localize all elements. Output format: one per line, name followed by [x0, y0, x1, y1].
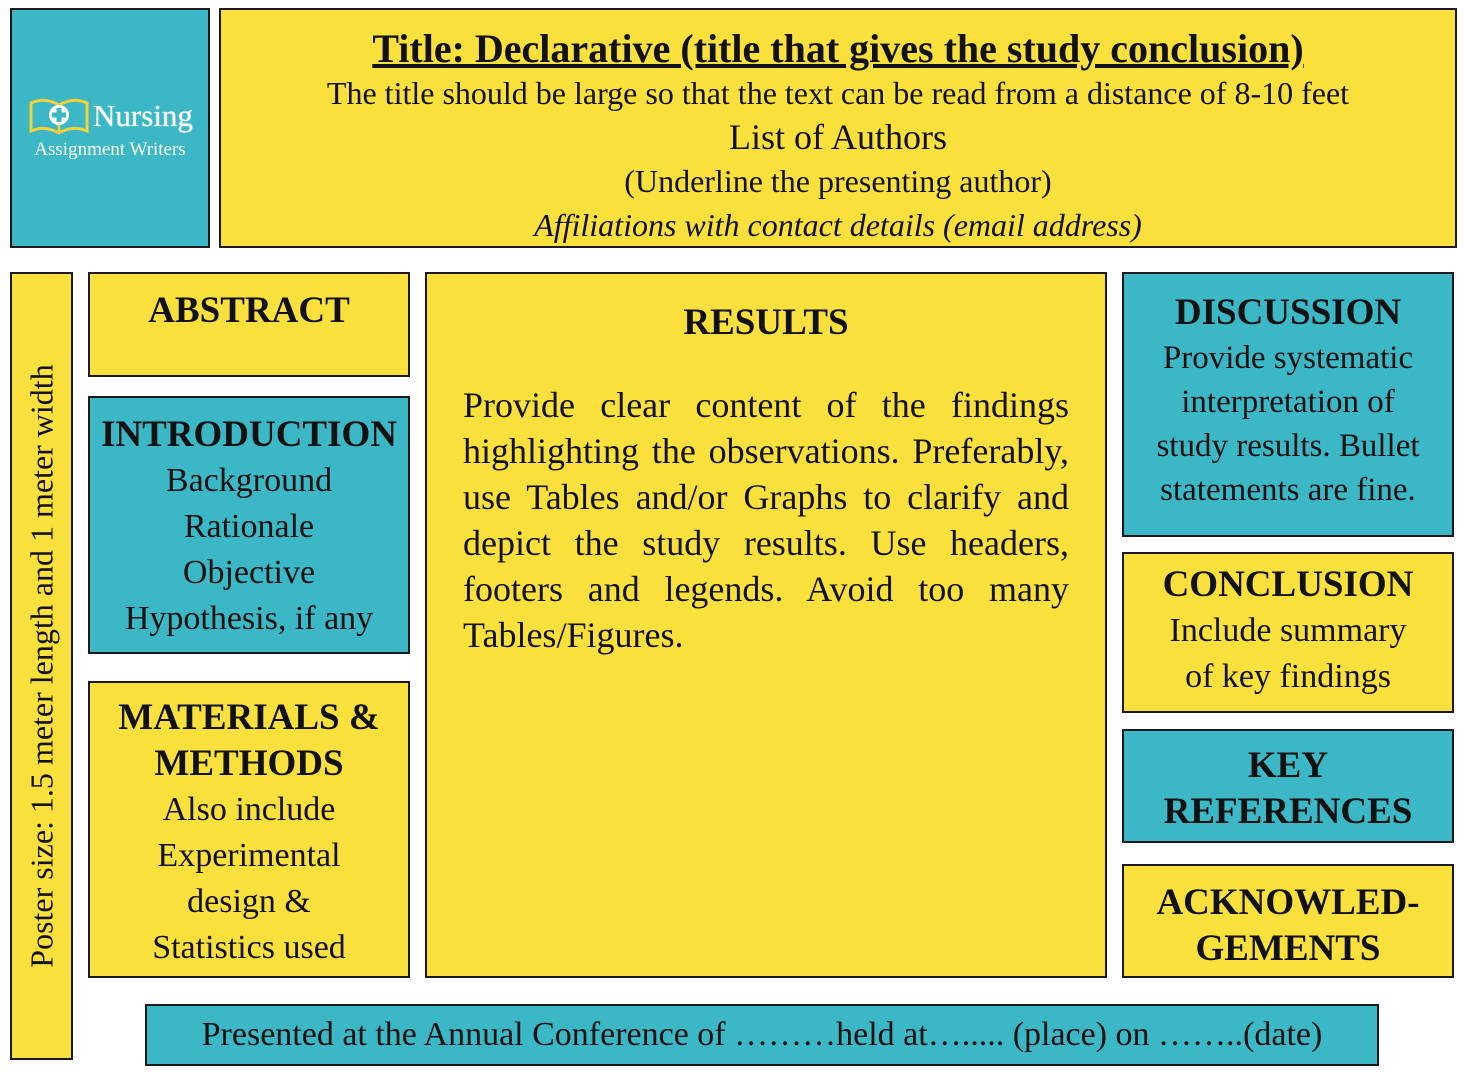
- introduction-item: Background: [165, 462, 333, 499]
- results-body: Provide clear content of the findings hi…: [463, 385, 1069, 655]
- poster-size-label: Poster size: 1.5 meter length and 1 mete…: [23, 364, 59, 968]
- conclusion-panel: CONCLUSION Include summary of key findin…: [1122, 552, 1454, 713]
- footer-panel: Presented at the Annual Conference of ………: [145, 1004, 1379, 1066]
- references-heading-line: KEY: [1247, 745, 1329, 786]
- results-heading: RESULTS: [683, 302, 849, 343]
- title-size-note: The title should be large so that the te…: [326, 75, 1350, 111]
- poster-size-panel: Poster size: 1.5 meter length and 1 mete…: [10, 272, 73, 1060]
- authors-note: (Underline the presenting author): [624, 163, 1052, 199]
- authors-line: List of Authors: [728, 117, 947, 157]
- conference-footer-text: Presented at the Annual Conference of ………: [201, 1016, 1323, 1053]
- introduction-item: Rationale: [183, 508, 315, 545]
- discussion-panel: DISCUSSION Provide systematic interpreta…: [1122, 272, 1454, 537]
- discussion-body-line: statements are fine.: [1160, 472, 1416, 508]
- discussion-body-line: interpretation of: [1181, 384, 1395, 420]
- results-panel: RESULTS Provide clear content of the fin…: [425, 272, 1107, 978]
- acknowledgements-heading-line: ACKNOWLED-: [1156, 882, 1420, 923]
- methods-body-line: Also include: [162, 791, 336, 828]
- conclusion-heading: CONCLUSION: [1162, 564, 1414, 605]
- logo-panel: Nursing Assignment Writers: [10, 8, 210, 248]
- methods-heading-line: METHODS: [154, 743, 344, 784]
- methods-body-line: Statistics used: [152, 929, 346, 966]
- abstract-heading: ABSTRACT: [148, 290, 350, 331]
- introduction-panel: INTRODUCTION Background Rationale Object…: [88, 396, 410, 654]
- affiliations-line: Affiliations with contact details (email…: [534, 207, 1142, 243]
- methods-panel: MATERIALS & METHODS Also include Experim…: [88, 681, 410, 978]
- abstract-panel: ABSTRACT: [88, 272, 410, 377]
- references-panel: KEY REFERENCES: [1122, 729, 1454, 843]
- poster-title: Title: Declarative (title that gives the…: [372, 26, 1304, 71]
- discussion-body-line: Provide systematic: [1162, 340, 1414, 376]
- logo-subtitle: Assignment Writers: [34, 139, 186, 160]
- acknowledgements-heading-line: GEMENTS: [1195, 928, 1381, 969]
- methods-heading-line: MATERIALS &: [118, 697, 380, 738]
- introduction-heading: INTRODUCTION: [100, 414, 398, 455]
- logo-name: Nursing: [93, 98, 193, 133]
- discussion-body-line: study results. Bullet: [1156, 428, 1420, 464]
- references-heading-line: REFERENCES: [1163, 791, 1413, 832]
- conclusion-body-line: of key findings: [1185, 658, 1391, 695]
- logo: Nursing: [27, 95, 193, 137]
- discussion-heading: DISCUSSION: [1174, 292, 1402, 333]
- acknowledgements-panel: ACKNOWLED- GEMENTS: [1122, 864, 1454, 978]
- introduction-item: Hypothesis, if any: [124, 600, 374, 637]
- methods-body-line: design &: [187, 883, 311, 920]
- open-book-cross-icon: [29, 98, 89, 135]
- conclusion-body-line: Include summary: [1169, 612, 1407, 649]
- title-panel: Title: Declarative (title that gives the…: [219, 8, 1457, 248]
- introduction-item: Objective: [182, 554, 316, 591]
- methods-body-line: Experimental: [157, 837, 341, 874]
